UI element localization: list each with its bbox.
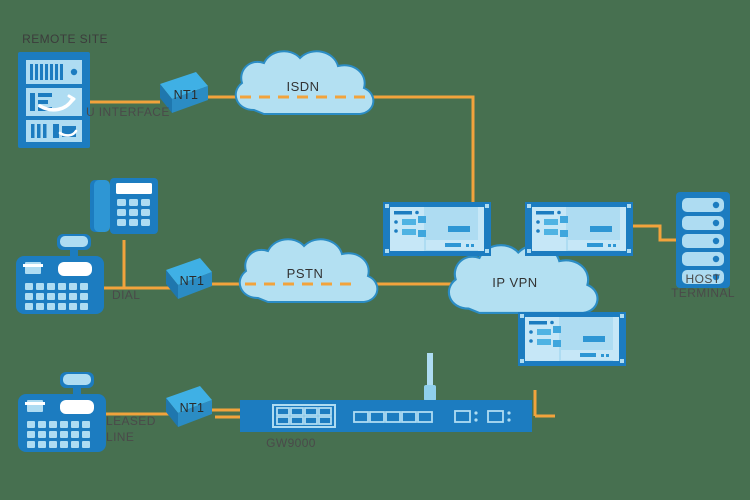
nt1-device-isdn[interactable] [160,72,208,113]
nt1-device-leased[interactable] [166,386,212,427]
fax-machine-dial[interactable] [16,234,104,314]
cloud-pstn [238,238,379,303]
connector-links [86,95,676,419]
cloud-isdn [234,50,375,115]
gateway-top-left[interactable] [383,202,491,256]
nt1-device-pstn[interactable] [166,258,212,299]
host-terminal-server[interactable] [676,192,730,288]
gateway-bottom[interactable] [518,312,626,366]
link-gatewaytr-host [633,224,676,242]
desk-phone[interactable] [90,178,158,234]
remote-site-rack[interactable] [18,52,90,148]
link-isdn-gateway [368,95,475,202]
fax-machine-leased[interactable] [18,372,106,452]
gateway-top-right[interactable] [525,202,633,256]
ethernet-switch[interactable] [240,353,532,432]
